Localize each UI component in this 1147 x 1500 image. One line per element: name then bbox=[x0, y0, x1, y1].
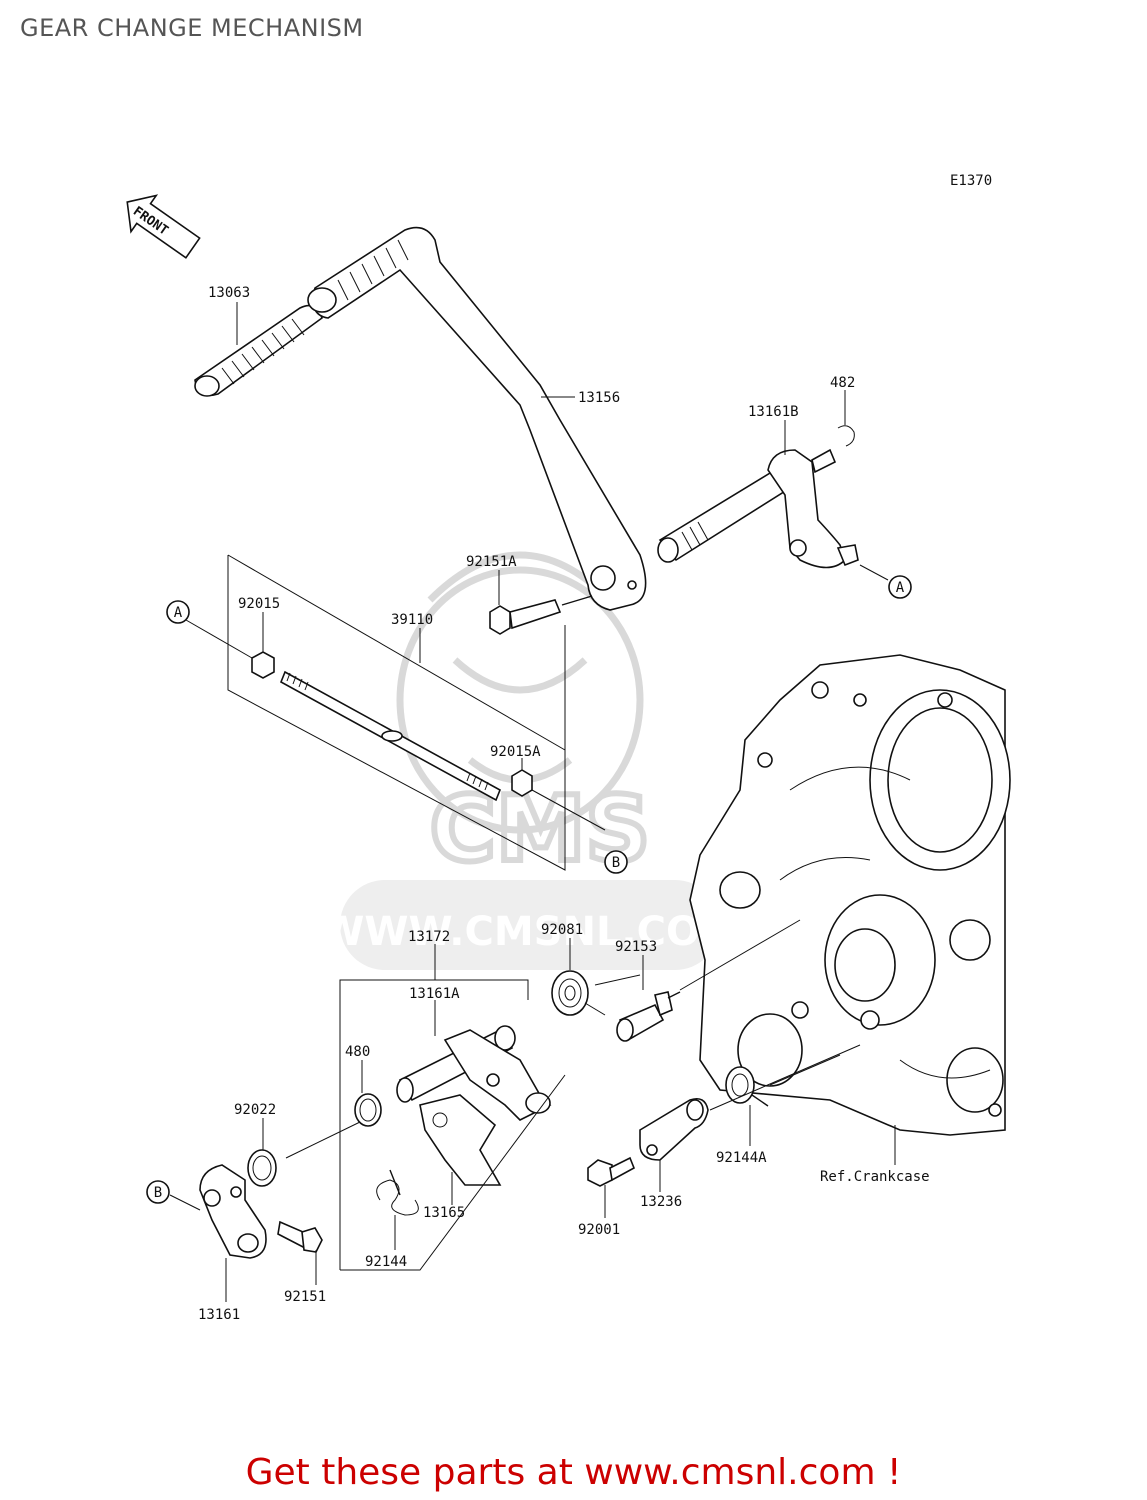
part-label-92144[interactable]: 92144 bbox=[365, 1254, 407, 1270]
svg-text:A: A bbox=[174, 605, 183, 621]
front-arrow-icon: FRONT bbox=[126, 194, 201, 259]
bolt-92001 bbox=[587, 1156, 636, 1187]
part-label-92153[interactable]: 92153 bbox=[615, 939, 657, 955]
part-label-13156[interactable]: 13156 bbox=[578, 390, 620, 406]
shift-pedal-rubber bbox=[194, 304, 323, 397]
part-label-92081[interactable]: 92081 bbox=[541, 922, 583, 938]
tie-rod-nut-lower bbox=[511, 769, 533, 797]
shift-spring-92144 bbox=[376, 1169, 419, 1216]
svg-text:B: B bbox=[612, 855, 620, 871]
shift-arm-13161 bbox=[199, 1164, 267, 1259]
part-label-92151[interactable]: 92151 bbox=[284, 1289, 326, 1305]
circlip-480 bbox=[354, 1093, 382, 1127]
part-label-92151a[interactable]: 92151A bbox=[466, 554, 517, 570]
diagram-code: E1370 bbox=[950, 173, 992, 189]
tie-rod-nut-upper bbox=[251, 651, 275, 679]
part-label-13161b[interactable]: 13161B bbox=[748, 404, 799, 420]
part-label-13063[interactable]: 13063 bbox=[208, 285, 250, 301]
svg-text:A: A bbox=[896, 580, 905, 596]
callout-a-left: A bbox=[166, 600, 190, 624]
part-label-92015[interactable]: 92015 bbox=[238, 596, 280, 612]
part-label-39110[interactable]: 39110 bbox=[391, 612, 433, 628]
part-label-92015a[interactable]: 92015A bbox=[490, 744, 541, 760]
part-label-13236[interactable]: 13236 bbox=[640, 1194, 682, 1210]
shift-shaft-arm bbox=[396, 1025, 552, 1186]
watermark-text: WWW.CMSNL.COM bbox=[320, 909, 740, 955]
part-label-92022[interactable]: 92022 bbox=[234, 1102, 276, 1118]
washer-92022 bbox=[247, 1149, 277, 1187]
bolt-92151 bbox=[277, 1220, 323, 1253]
part-label-482[interactable]: 482 bbox=[830, 375, 855, 391]
callout-b-upper: B bbox=[604, 850, 628, 874]
callout-b-lower: B bbox=[146, 1180, 170, 1204]
return-spring-pin bbox=[616, 991, 681, 1042]
tie-rod-bracket bbox=[227, 554, 566, 871]
leader-lines bbox=[169, 302, 896, 1302]
part-label-480[interactable]: 480 bbox=[345, 1044, 370, 1060]
part-label-13161a[interactable]: 13161A bbox=[409, 986, 460, 1002]
ref-crankcase-label: Ref.Crankcase bbox=[820, 1169, 930, 1185]
shift-pedal-lever bbox=[307, 226, 647, 611]
pedal-bolt bbox=[489, 595, 593, 635]
part-label-13161[interactable]: 13161 bbox=[198, 1307, 240, 1323]
shift-shaft-spring bbox=[551, 970, 606, 1016]
part-label-13172[interactable]: 13172 bbox=[408, 929, 450, 945]
part-label-92144a[interactable]: 92144A bbox=[716, 1150, 767, 1166]
shift-lever-upper bbox=[657, 425, 859, 569]
tie-rod bbox=[279, 670, 502, 802]
page-title: GEAR CHANGE MECHANISM bbox=[20, 14, 364, 42]
crankcase bbox=[689, 654, 1011, 1136]
svg-text:B: B bbox=[154, 1185, 162, 1201]
stopper-lever-13236 bbox=[639, 1097, 709, 1161]
callout-a-right: A bbox=[888, 575, 912, 599]
footer-link[interactable]: Get these parts at www.cmsnl.com ! bbox=[245, 1452, 902, 1493]
part-label-13165[interactable]: 13165 bbox=[423, 1205, 465, 1221]
part-label-92001[interactable]: 92001 bbox=[578, 1222, 620, 1238]
part-labels: 13063 13156 482 13161B 92151A 92015 3911… bbox=[198, 285, 930, 1323]
